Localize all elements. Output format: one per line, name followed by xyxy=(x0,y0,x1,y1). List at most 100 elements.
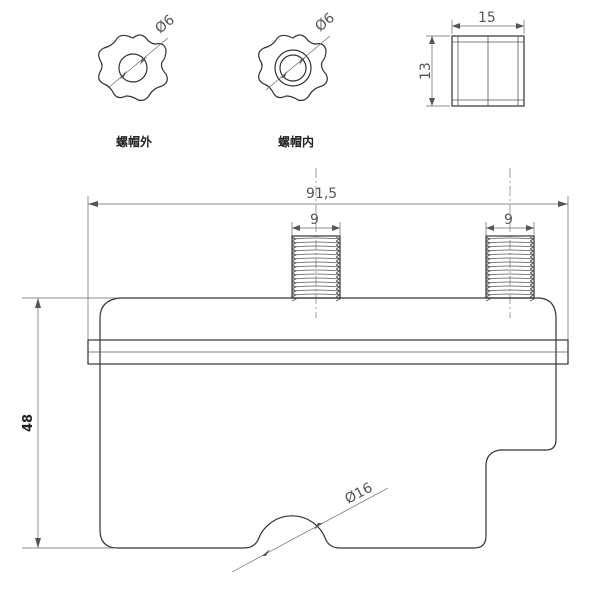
thread-ridge xyxy=(291,249,341,252)
side-height-arrow-top xyxy=(429,36,435,44)
thread-tooth xyxy=(485,236,491,242)
thread-tooth xyxy=(291,252,297,258)
thread-ridge xyxy=(291,285,341,288)
thread-tooth xyxy=(291,272,297,278)
thread-tooth xyxy=(335,292,341,298)
main-width-arrow-left xyxy=(88,201,98,207)
nut-inner-dim-line xyxy=(265,35,331,91)
thread-ridge xyxy=(485,285,535,288)
nut-inner-diameter: Ø6 xyxy=(312,10,338,35)
thread-tooth xyxy=(335,268,341,274)
thread-tooth xyxy=(335,288,341,294)
thread-tooth xyxy=(335,264,341,270)
side-width-arrow-right xyxy=(516,23,524,29)
thread-tooth xyxy=(485,280,491,286)
thread-ridge xyxy=(485,249,535,252)
thread-tooth xyxy=(335,256,341,262)
side-width-label: 15 xyxy=(478,10,496,26)
thread-tooth xyxy=(529,264,535,270)
thread-tooth xyxy=(529,260,535,266)
thread-tooth xyxy=(335,260,341,266)
thread-tooth xyxy=(335,272,341,278)
thread-tooth xyxy=(485,240,491,246)
thread-tooth xyxy=(529,292,535,298)
thread-tooth xyxy=(529,236,535,242)
notch-dim-line xyxy=(231,487,389,573)
nut-inner-thread-outer xyxy=(274,49,312,87)
thread-ridge xyxy=(291,269,341,272)
side-width-arrow-left xyxy=(452,23,460,29)
thread-tooth xyxy=(485,268,491,274)
thread-tooth xyxy=(291,264,297,270)
thread-tooth xyxy=(485,252,491,258)
right-thread-arrow-right xyxy=(526,225,534,231)
nut-outer-arrow-2 xyxy=(140,57,147,65)
thread-tooth xyxy=(529,280,535,286)
right-thread-ridges xyxy=(485,236,535,302)
side-height-arrow-bottom xyxy=(429,98,435,106)
main-body-view: 91,5 9 9 Ø16 4 xyxy=(21,168,569,573)
thread-tooth xyxy=(529,256,535,262)
thread-tooth xyxy=(291,280,297,286)
thread-tooth xyxy=(291,260,297,266)
nut-outer-arrow xyxy=(119,71,126,79)
left-thread-arrow-right xyxy=(332,225,340,231)
left-thread-arrow-left xyxy=(292,225,300,231)
nut-inner-hole xyxy=(279,54,307,82)
thread-tooth xyxy=(291,240,297,246)
thread-tooth xyxy=(529,252,535,258)
nut-outer-view: Ø6 螺帽外 xyxy=(98,12,178,149)
side-height-label: 13 xyxy=(418,62,434,80)
thread-tooth xyxy=(529,288,535,294)
nut-outer-diameter: Ø6 xyxy=(152,12,178,37)
left-thread-ridges xyxy=(291,236,341,302)
main-height-label: 48 xyxy=(21,414,36,432)
thread-ridge xyxy=(485,273,535,276)
side-view: 15 13 xyxy=(418,10,525,107)
thread-tooth xyxy=(291,256,297,262)
nut-inner-label: 螺帽内 xyxy=(278,134,314,149)
thread-tooth xyxy=(291,276,297,282)
thread-tooth xyxy=(529,268,535,274)
thread-tooth xyxy=(335,280,341,286)
left-thread-label: 9 xyxy=(310,212,319,228)
thread-ridge xyxy=(485,237,535,240)
thread-ridge xyxy=(291,273,341,276)
thread-tooth xyxy=(291,284,297,290)
thread-tooth xyxy=(335,252,341,258)
nut-inner-view: Ø6 螺帽内 xyxy=(258,10,338,149)
thread-tooth xyxy=(291,244,297,250)
main-width-arrow-right xyxy=(558,201,568,207)
notch-arrow-left xyxy=(262,549,270,556)
thread-tooth xyxy=(529,272,535,278)
nut-outer-star-outline xyxy=(98,34,168,101)
thread-tooth xyxy=(485,288,491,294)
thread-tooth xyxy=(291,268,297,274)
nut-outer-dim-line xyxy=(107,37,169,89)
thread-tooth xyxy=(485,284,491,290)
thread-tooth xyxy=(291,248,297,254)
thread-tooth xyxy=(335,276,341,282)
thread-tooth xyxy=(335,244,341,250)
notch-arrow-right xyxy=(314,523,322,530)
nut-inner-star-outline xyxy=(258,34,328,101)
thread-tooth xyxy=(335,240,341,246)
thread-tooth xyxy=(291,292,297,298)
thread-tooth xyxy=(485,264,491,270)
thread-tooth xyxy=(291,288,297,294)
thread-ridge xyxy=(291,237,341,240)
thread-tooth xyxy=(529,284,535,290)
main-height-arrow-top xyxy=(35,298,41,308)
thread-tooth xyxy=(485,260,491,266)
thread-tooth xyxy=(485,248,491,254)
nut-outer-label: 螺帽外 xyxy=(116,134,152,149)
main-body-outline xyxy=(99,297,557,549)
right-thread-arrow-left xyxy=(486,225,494,231)
thread-tooth xyxy=(485,292,491,298)
nut-outer-hole xyxy=(118,53,148,83)
thread-ridge xyxy=(485,269,535,272)
thread-tooth xyxy=(291,236,297,242)
thread-tooth xyxy=(335,248,341,254)
thread-tooth xyxy=(529,240,535,246)
right-thread-label: 9 xyxy=(504,212,513,228)
